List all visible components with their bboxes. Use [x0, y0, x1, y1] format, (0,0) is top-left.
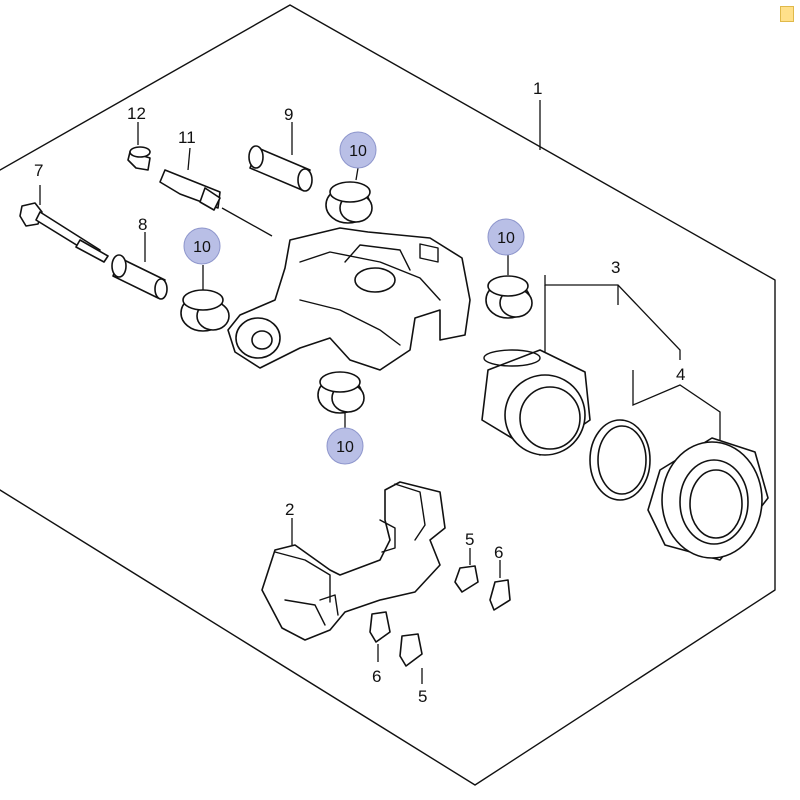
callout-11: 11 — [178, 128, 196, 147]
leader-line-4 — [632, 370, 721, 440]
svg-text:10: 10 — [193, 239, 211, 256]
bolt-part — [19, 185, 109, 263]
pad-clip-b-part — [399, 633, 423, 684]
svg-text:10: 10 — [497, 230, 515, 247]
boot-top-part — [325, 167, 373, 224]
callout-8: 8 — [138, 215, 147, 234]
callout-3: 3 — [611, 258, 620, 277]
cap-part — [127, 122, 151, 171]
seal-ring-part — [589, 419, 651, 501]
svg-text:10: 10 — [349, 143, 367, 160]
callout-6a: 6 — [494, 543, 503, 562]
callout-7: 7 — [34, 161, 43, 180]
bleeder-part — [159, 147, 273, 237]
dust-seal-part — [647, 437, 769, 561]
shim-a-part — [489, 560, 511, 611]
boot-bottom-part — [317, 371, 365, 430]
boot-left-part — [180, 265, 230, 332]
callout-12: 12 — [127, 104, 146, 123]
sleeve-part — [111, 232, 168, 300]
assembly-frame — [0, 4, 776, 786]
badge-10-bottom: 10 — [326, 427, 364, 465]
svg-text:10: 10 — [336, 439, 354, 456]
note-marker-icon — [780, 6, 794, 22]
pin-part — [248, 122, 313, 192]
shim-b-part — [369, 611, 391, 662]
pad-clip-a-part — [454, 548, 479, 593]
badge-10-top: 10 — [339, 131, 377, 169]
bracket-part — [261, 481, 446, 641]
piston-part — [481, 349, 591, 456]
badge-10-right: 10 — [487, 218, 525, 256]
callout-5b: 5 — [418, 687, 427, 706]
callout-1: 1 — [533, 79, 542, 98]
badge-10-left: 10 — [183, 227, 221, 265]
callout-5a: 5 — [465, 530, 474, 549]
callout-6b: 6 — [372, 667, 381, 686]
callout-4: 4 — [676, 365, 685, 384]
caliper-body-part — [227, 227, 471, 371]
boot-right-part — [485, 254, 533, 319]
leader-line-3 — [544, 275, 681, 360]
callout-9: 9 — [284, 105, 293, 124]
callout-2: 2 — [285, 500, 294, 519]
